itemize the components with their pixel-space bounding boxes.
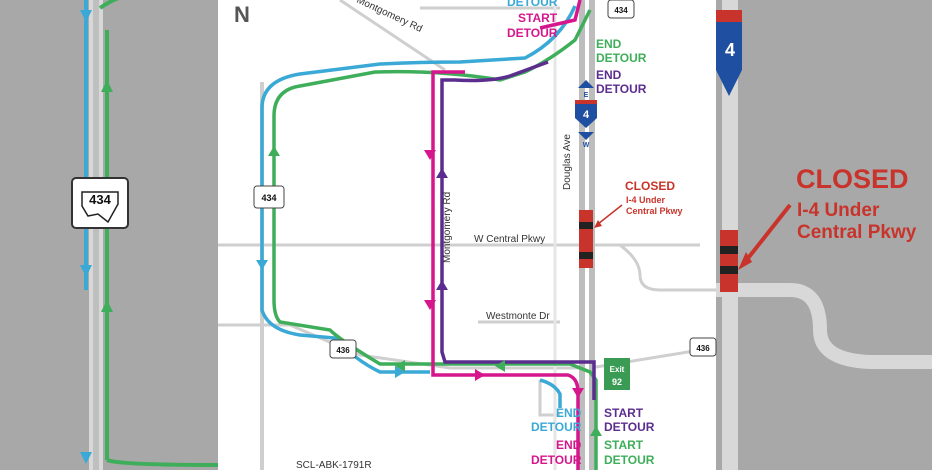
road-label-westmonte: Westmonte Dr — [486, 311, 550, 322]
sr434-number-top: 434 — [614, 6, 628, 15]
top-start-line2: DETOUR — [507, 26, 558, 40]
bottom-start-green-line2: DETOUR — [604, 453, 655, 467]
bottom-start-green-line1: START — [604, 438, 644, 452]
top-start-line1: START — [518, 11, 558, 25]
exit-word: Exit — [610, 365, 625, 374]
closed-line3: Central Pkwy — [626, 206, 683, 216]
north-compass: N — [234, 2, 250, 27]
i4-west-letter: W — [583, 142, 590, 149]
right-zoom-panel: 4 CLOSED I-4 Under Central Pkwy — [716, 0, 932, 470]
route-arrows — [256, 146, 602, 436]
left-shield-text: 434 — [89, 192, 111, 207]
right-shield-text: 4 — [725, 40, 735, 60]
route-purple — [440, 60, 596, 400]
right-i4-shield: 4 — [716, 10, 742, 96]
map-footer-code: SCL-ABK-1791R — [296, 460, 372, 470]
road-label-montgomery-vertical: Montgomery Rd — [442, 192, 453, 263]
main-map: N Montgomery Rd Montgomery Rd Douglas Av… — [218, 0, 717, 470]
right-closed-line3: Central Pkwy — [797, 222, 917, 243]
closed-line2: I-4 Under — [626, 195, 666, 205]
sr434-shield: 434 — [253, 185, 285, 209]
right-closed-heading: CLOSED — [796, 164, 909, 194]
i4-number: 4 — [583, 109, 590, 121]
left-arrows — [80, 10, 92, 464]
bottom-start-purple-line2: DETOUR — [604, 420, 655, 434]
bottom-end-magenta-line2: DETOUR — [531, 453, 582, 467]
bottom-start-purple-line1: START — [604, 406, 644, 420]
closed-heading: CLOSED — [625, 179, 675, 193]
end-green-line2: DETOUR — [596, 51, 647, 65]
end-green-line1: END — [596, 37, 622, 51]
left-sr434-shield: 434 — [71, 177, 129, 229]
bottom-end-cyan-line1: END — [556, 406, 582, 420]
exit-92-sign: Exit 92 — [604, 358, 630, 390]
closure-block — [579, 210, 593, 268]
bottom-end-magenta-line1: END — [556, 438, 582, 452]
sr436-shield-right: 436 — [689, 337, 717, 357]
exit-number: 92 — [612, 377, 622, 387]
sr436-number-right: 436 — [696, 344, 710, 353]
bottom-end-cyan-line2: DETOUR — [531, 420, 582, 434]
end-purple-line1: END — [596, 68, 622, 82]
i4-corridor — [579, 0, 595, 470]
sr436-shield-left: 436 — [329, 339, 357, 359]
left-zoom-panel: 434 — [0, 0, 219, 470]
sr434-shield-top: 434 — [607, 0, 635, 19]
sr434-number: 434 — [261, 193, 276, 203]
road-label-central-pkwy: W Central Pkwy — [474, 234, 545, 245]
top-cyan-detour: DETOUR — [507, 0, 558, 9]
end-purple-line2: DETOUR — [596, 82, 647, 96]
i4-east-letter: E — [584, 92, 589, 99]
i4-shield-group: E 4 W — [575, 80, 597, 149]
right-closed-line2: I-4 Under — [797, 200, 880, 221]
road-label-douglas: Douglas Ave — [562, 134, 573, 190]
sr436-number-left: 436 — [336, 346, 350, 355]
